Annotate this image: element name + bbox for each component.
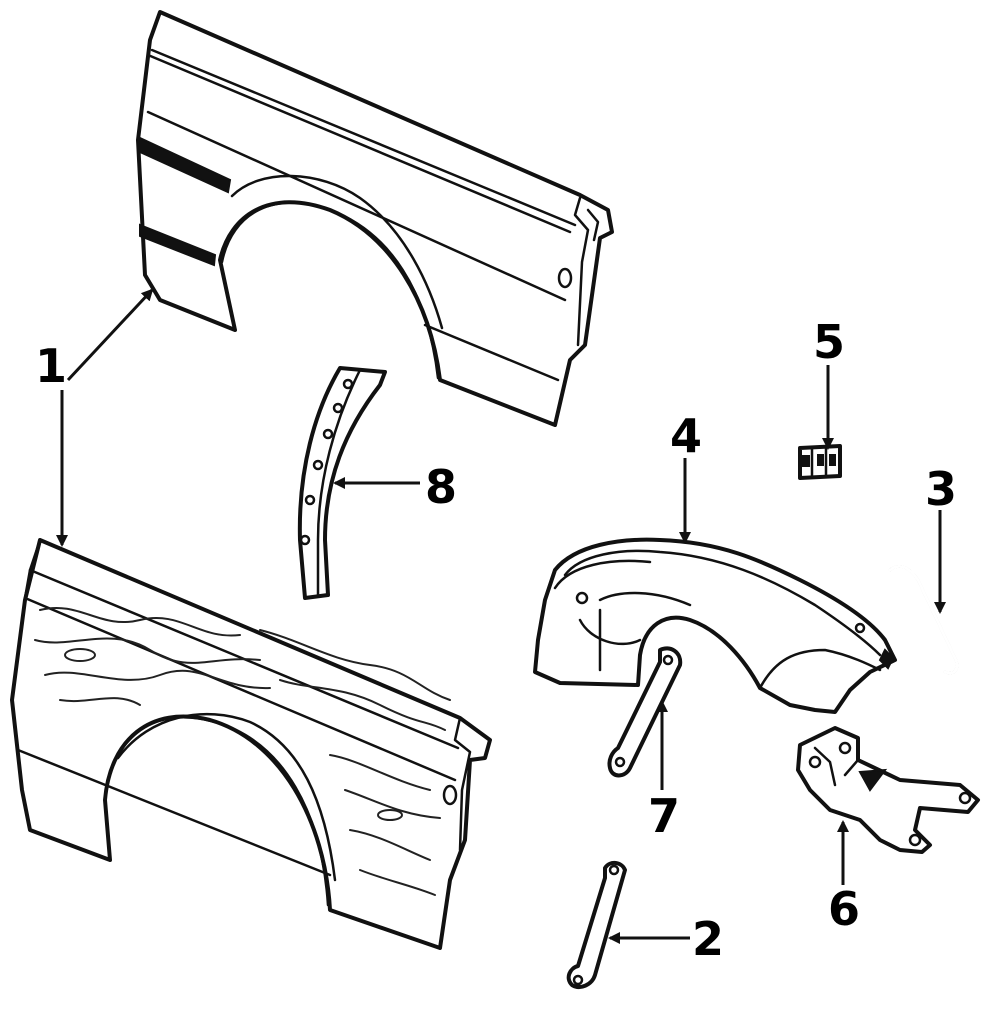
upper-fender-icon[interactable] (136, 10, 614, 427)
wheelhouse-panel-icon[interactable] (533, 537, 897, 714)
brace-icon-7[interactable] (607, 646, 683, 778)
rod-icon[interactable] (888, 564, 959, 675)
molding-icon[interactable] (297, 366, 387, 600)
callout-labels: 1 2 3 4 5 6 7 8 (35, 315, 957, 966)
clip-icon[interactable] (798, 444, 842, 480)
callout-3: 3 (925, 462, 957, 516)
callout-2: 2 (692, 912, 724, 966)
leader-lines (56, 288, 946, 944)
bracket-icon[interactable] (796, 726, 980, 854)
brace-icon-2[interactable] (566, 861, 627, 989)
callout-1: 1 (35, 339, 67, 393)
callout-4: 4 (670, 409, 702, 463)
callout-5: 5 (813, 315, 845, 369)
leader-1-upper (66, 288, 154, 382)
woodgrain-texture (34, 607, 451, 896)
lower-fender-icon[interactable] (10, 538, 492, 950)
callout-8: 8 (425, 460, 457, 514)
callout-6: 6 (828, 882, 860, 936)
callout-7: 7 (648, 789, 680, 843)
